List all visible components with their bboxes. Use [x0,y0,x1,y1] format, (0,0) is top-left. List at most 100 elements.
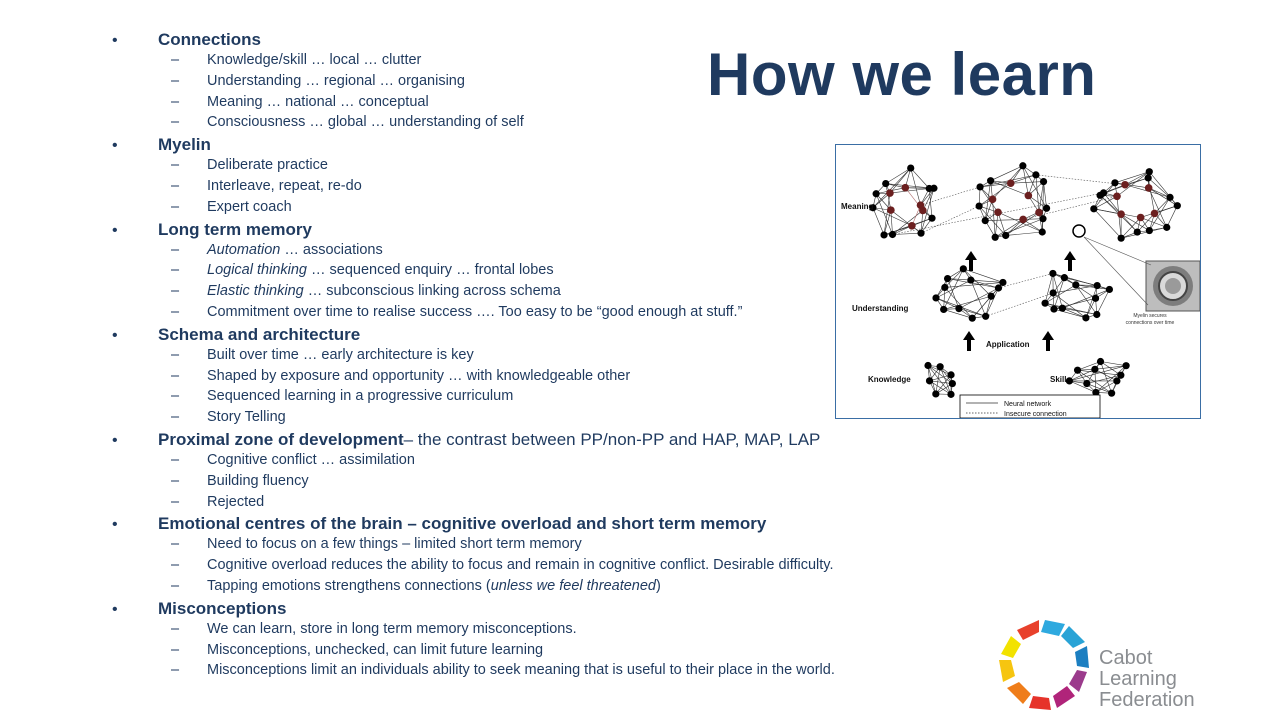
sub-item: –Need to focus on a few things – limited… [110,536,930,557]
section-heading: Myelin [158,135,211,155]
sub-item-text: Deliberate practice [207,157,328,173]
sub-item-text: Building fluency [207,473,309,489]
label-skill: Skill [1050,375,1066,384]
sub-item-body: Understanding … regional … organising [207,73,465,89]
network-node [949,380,956,387]
sub-item-text: Commitment over time to realise success … [207,304,742,320]
network-node [880,231,887,238]
section: •Myelin –Deliberate practice –Interleave, … [110,135,930,219]
network-node [1032,171,1039,178]
sub-item: –Cognitive conflict … assimilation [110,452,930,473]
section-heading-row: •Misconceptions [110,599,930,621]
network-node [928,215,935,222]
sub-item: –Rejected [110,494,930,515]
section: •Proximal zone of development – the cont… [110,430,930,514]
sub-item-text: Misconceptions, unchecked, can limit fut… [207,642,543,658]
sub-item: –Tapping emotions strengthens connection… [110,578,930,599]
network-node [926,377,933,384]
network-node [940,306,947,313]
network-node [1137,214,1145,222]
network-node [1066,377,1073,384]
sub-item-italic: Logical thinking [207,262,307,278]
network-node [1111,179,1118,186]
network-node [907,164,914,171]
bullet-dot: • [110,222,158,240]
network-node [924,362,931,369]
network-node [889,231,896,238]
label-meaning: Meaning [841,202,874,211]
sub-item-italic: Elastic thinking [207,283,304,299]
sub-item-text: Knowledge/skill … local … clutter [207,52,421,68]
dash-marker: – [110,473,207,489]
sub-item-text: Rejected [207,494,264,510]
sub-item-body: Expert coach [207,199,292,215]
sub-item-body: Misconceptions limit an individuals abil… [207,662,835,678]
bullet-dot: • [110,601,158,619]
dash-marker: – [110,178,207,194]
bullet-dot: • [110,432,158,450]
up-arrow [963,331,975,351]
network-node [1074,367,1081,374]
network-node [1059,305,1066,312]
network-node [988,293,995,300]
section-heading: Misconceptions [158,599,286,619]
network-node [1049,270,1056,277]
dash-marker: – [110,242,207,258]
sub-item-text: Story Telling [207,409,286,425]
bullet-dot: • [110,137,158,155]
myelin-pointer-line [1084,237,1148,305]
network-node [960,265,967,272]
sub-item: –Interleave, repeat, re-do [110,178,930,199]
up-arrow [1042,331,1054,351]
meaning-cluster-1 [869,164,937,238]
sub-item-body: Need to focus on a few things – limited … [207,536,582,552]
knowledge-cluster [924,362,956,398]
sub-item: –Elastic thinking … subconscious linking… [110,283,930,304]
learning-network-diagram: Meaning Understanding Knowledge Skill Ap… [835,144,1201,419]
network-node [917,230,924,237]
network-node [1061,274,1068,281]
dash-marker: – [110,621,207,637]
section-heading-row: •Proximal zone of development – the cont… [110,430,930,452]
network-node [955,305,962,312]
network-node [1091,366,1098,373]
bullet-dot: • [110,327,158,345]
sub-item-text: Sequenced learning in a progressive curr… [207,388,513,404]
network-node [987,177,994,184]
network-node [941,284,948,291]
network-node [1043,205,1050,212]
dash-marker: – [110,368,207,384]
network-node [1106,286,1113,293]
dash-marker: – [110,494,207,510]
sub-item-body: … subconscious linking across schema [304,283,561,299]
sub-item-italic: Automation [207,242,280,258]
network-node [1163,224,1170,231]
section-heading: Long term memory [158,220,312,240]
network-node [1025,192,1033,200]
logo-mark-icon [995,616,1095,716]
section-heading: Connections [158,30,261,50]
sub-item-body: Shaped by exposure and opportunity … wit… [207,368,630,384]
network-node [1097,358,1104,365]
bullet-dot: • [110,32,158,50]
network-node [1092,295,1099,302]
dash-marker: – [110,304,207,320]
dash-marker: – [110,114,207,130]
sub-item: –Expert coach [110,199,930,220]
network-node [1122,362,1129,369]
dash-marker: – [110,662,207,678]
meaning-cluster-2 [976,162,1051,241]
section-heading: Schema and architecture [158,325,360,345]
understanding-cluster-1 [932,265,1006,322]
sub-item-text: Misconceptions limit an individuals abil… [207,662,835,678]
sub-item-pre: Tapping emotions strengthens connections… [207,578,491,594]
network-node [1007,179,1015,187]
sub-item-body: Deliberate practice [207,157,328,173]
network-node [1117,210,1125,218]
network-node [902,184,910,192]
network-node [1050,305,1057,312]
network-node [967,276,974,283]
sub-item: –Sequenced learning in a progressive cur… [110,388,930,409]
network-node [1093,311,1100,318]
sub-item-body: Cognitive conflict … assimilation [207,452,415,468]
